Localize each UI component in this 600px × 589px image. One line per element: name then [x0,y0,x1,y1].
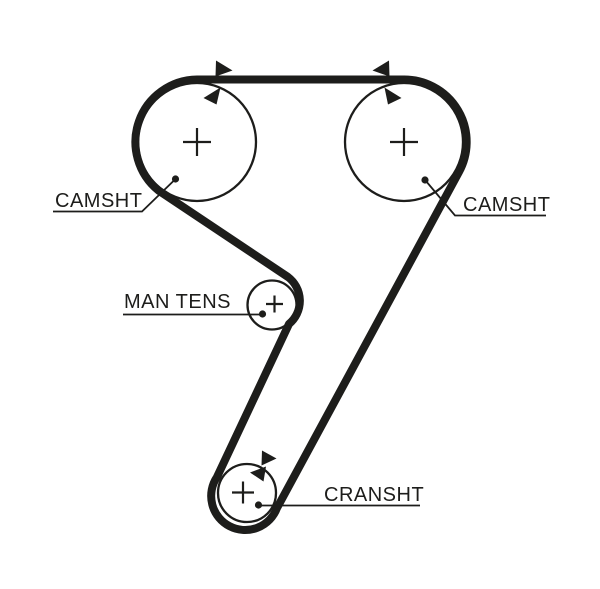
camshaft-left-label: CAMSHT [55,190,142,212]
camshaft-right-plus-icon [390,128,418,156]
direction-arrows [203,60,402,482]
camshaft-left-lower-arrow-icon [203,87,221,105]
leader-dot-camshaft-right [421,176,429,184]
leader-dot-crankshaft [254,501,263,509]
tensioner-plus-icon [266,295,283,313]
camshaft-right-upper-arrow-icon [372,60,390,77]
belt-path [131,75,471,534]
center-marks [183,128,418,504]
camshaft-right-label: CAMSHT [463,194,550,216]
crankshaft-lower-arrow-icon [250,466,266,482]
camshaft-left-upper-arrow-icon [215,60,233,77]
camshaft-right-lower-arrow-icon [384,87,402,105]
camshaft-left-plus-icon [183,128,211,156]
leader-dot-tensioner [258,310,267,318]
crankshaft-plus-icon [232,481,254,504]
crankshaft-pulley [216,462,278,524]
crankshaft-label: CRANSHT [324,484,424,506]
crankshaft-upper-arrow-icon [261,450,277,466]
leader-dot-camshaft-left [171,175,180,183]
labels: CAMSHT CAMSHT MAN TENS CRANSHT [55,190,550,506]
tensioner-label: MAN TENS [124,291,231,313]
